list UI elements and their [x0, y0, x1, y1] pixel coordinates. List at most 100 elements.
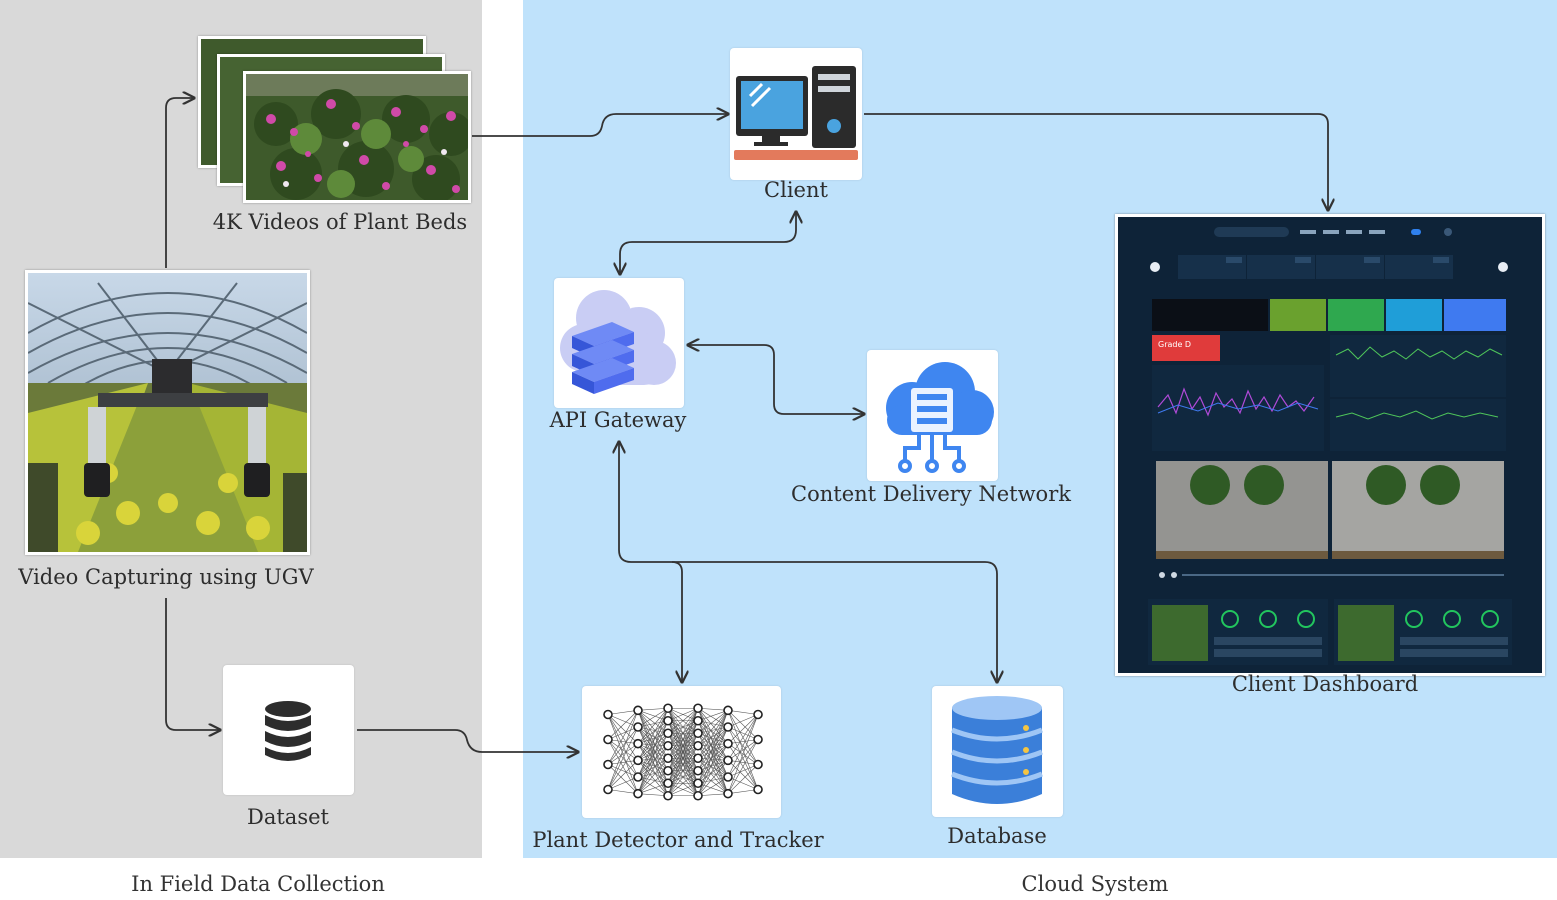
nn-edge: [607, 714, 639, 728]
cloud-section-caption: Cloud System: [1021, 872, 1169, 896]
nn-node: [663, 778, 673, 789]
nn-edge: [697, 758, 729, 794]
nn-edge: [697, 710, 729, 771]
nn-edge: [607, 726, 639, 740]
nn-edge: [637, 710, 669, 746]
nn-node: [753, 734, 763, 745]
database-stack-icon: [265, 701, 311, 761]
detector-node: [582, 686, 781, 818]
nn-edge: [727, 789, 759, 794]
nn-edge: [607, 726, 639, 765]
nn-node: [693, 703, 703, 714]
video-frame-front: [243, 71, 471, 203]
nn-edge: [637, 708, 669, 761]
database-label: Database: [947, 824, 1047, 848]
nn-edge: [697, 726, 729, 734]
nn-edge: [697, 743, 729, 771]
nn-edge: [697, 770, 729, 794]
nn-node: [723, 772, 733, 782]
nn-edge: [727, 714, 759, 744]
nn-edge: [607, 760, 639, 790]
nn-edge: [727, 760, 759, 790]
nn-edge: [607, 710, 639, 790]
client-node: [730, 48, 862, 180]
nn-edge: [637, 743, 669, 747]
nn-edge: [637, 770, 669, 794]
nn-node: [693, 728, 703, 739]
dataset-label: Dataset: [247, 805, 329, 829]
nn-edge: [697, 732, 729, 744]
nn-edge: [607, 743, 639, 765]
nn-edge: [697, 720, 729, 728]
nn-node: [723, 738, 733, 749]
nn-edge: [667, 708, 699, 746]
nn-edge: [697, 757, 729, 761]
nn-node: [663, 765, 673, 776]
nn-edge: [637, 708, 669, 794]
nn-edge: [637, 745, 669, 778]
nn-edge: [697, 776, 729, 797]
nn-node: [663, 728, 673, 739]
computer-icon: [734, 66, 858, 160]
nn-edge: [667, 708, 699, 759]
nn-edge: [727, 714, 759, 794]
nn-edge: [607, 710, 639, 740]
nn-edge: [637, 758, 669, 794]
client-dashboard-screenshot: Grade D: [1115, 214, 1545, 676]
nn-edge: [727, 739, 759, 794]
nn-edge: [637, 745, 669, 794]
nn-edge: [637, 770, 669, 778]
nn-edge: [697, 760, 729, 796]
nn-edge: [637, 720, 669, 794]
nn-edge: [637, 710, 669, 734]
nn-edge: [697, 710, 729, 746]
nn-edge: [697, 726, 729, 759]
nn-edge: [667, 770, 699, 796]
nn-edge: [727, 714, 759, 761]
nn-edge: [637, 782, 669, 794]
nn-edge: [637, 745, 669, 761]
nn-edge: [727, 760, 759, 765]
nn-edge: [697, 726, 729, 747]
nn-edge: [727, 739, 759, 778]
dashboard-mockup: Grade D: [1118, 217, 1542, 673]
nn-edge: [667, 758, 699, 796]
nn-edge: [697, 760, 729, 784]
nn-edge: [667, 708, 699, 771]
nn-edge: [637, 760, 669, 772]
database-node: [932, 686, 1063, 817]
nn-node: [753, 759, 763, 770]
nn-node: [693, 740, 703, 751]
nn-node: [633, 788, 643, 799]
nn-node: [663, 740, 673, 751]
cloud-server-icon: [560, 290, 676, 394]
nn-edge: [667, 733, 699, 796]
nn-node: [723, 788, 733, 799]
nn-node: [693, 778, 703, 789]
nn-node: [723, 722, 733, 732]
cdn-node: [867, 350, 998, 481]
nn-edge: [697, 743, 729, 784]
flower-bed-image: [246, 74, 468, 200]
nn-edge: [637, 732, 669, 744]
nn-edge: [607, 710, 639, 715]
nn-edge: [637, 793, 669, 797]
nn-edge: [697, 743, 729, 759]
nn-edge: [727, 710, 759, 740]
nn-edge: [697, 743, 729, 796]
nn-edge: [697, 757, 729, 778]
dashboard-label: Client Dashboard: [1231, 672, 1419, 696]
nn-edge: [727, 776, 759, 790]
grade-badge: Grade D: [1158, 340, 1191, 349]
nn-edge: [667, 720, 699, 796]
nn-edge: [697, 726, 729, 796]
detector-label: Plant Detector and Tracker: [532, 828, 824, 852]
nn-edge: [607, 764, 639, 794]
nn-node: [633, 705, 643, 716]
nn-edge: [727, 739, 759, 744]
dataset-node: [223, 665, 354, 795]
nn-edge: [637, 757, 669, 761]
nn-edge: [727, 764, 759, 794]
nn-edge: [637, 726, 669, 747]
nn-edge: [727, 710, 759, 715]
